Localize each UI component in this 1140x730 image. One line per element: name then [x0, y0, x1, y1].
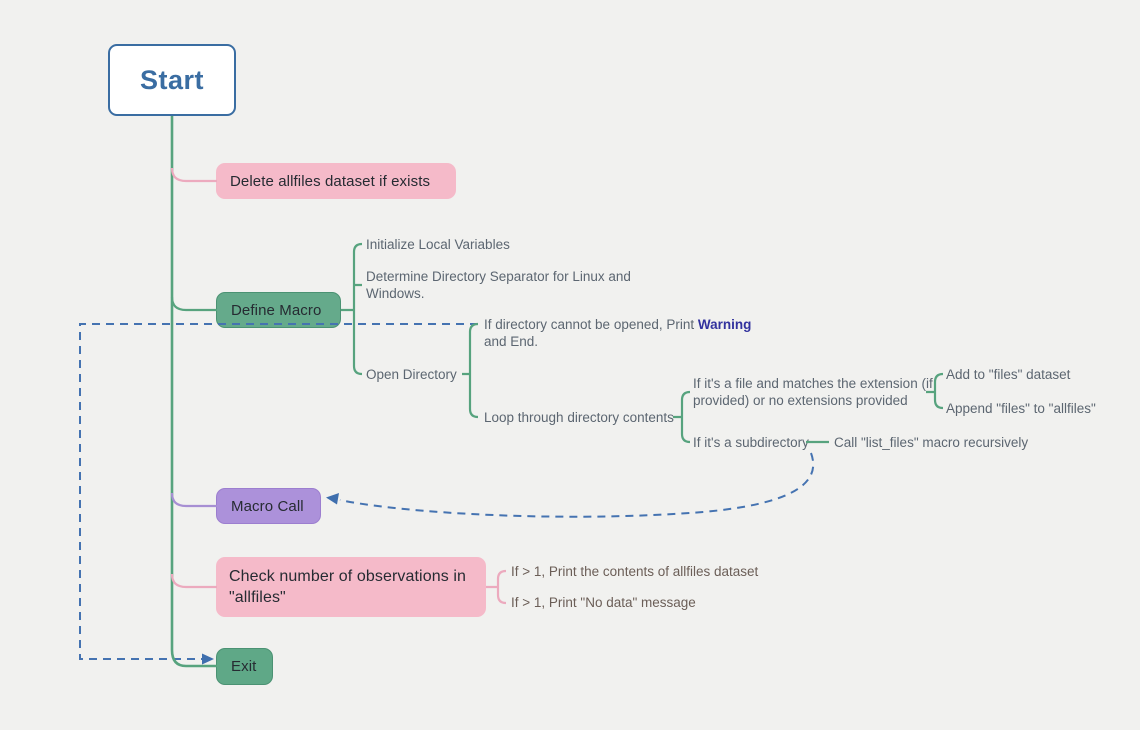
node-start[interactable]: Start [108, 44, 236, 116]
node-delete-allfiles-label: Delete allfiles dataset if exists [230, 172, 431, 190]
connector-define [170, 296, 217, 312]
branch-determine-separator[interactable]: Determine Directory Separator for Linux … [366, 269, 631, 301]
recursive-call-arrowhead [326, 493, 339, 505]
node-delete-allfiles[interactable]: Delete allfiles dataset if exists [216, 163, 456, 199]
node-macro-call-label: Macro Call [231, 497, 304, 515]
branch-initialize-variables[interactable]: Initialize Local Variables [366, 237, 510, 252]
bracket-open-directory-children [462, 322, 479, 419]
trunk-line [170, 116, 217, 668]
branch-append-files[interactable]: Append "files" to "allfiles" [946, 401, 1096, 416]
connector-macro-call [170, 492, 217, 508]
connector-check [170, 573, 217, 589]
branch-call-recursively[interactable]: Call "list_files" macro recursively [834, 435, 1029, 450]
connector-delete [170, 167, 217, 183]
branch-loop-contents[interactable]: Loop through directory contents [484, 410, 674, 425]
dashed-recursive-call-line [339, 452, 815, 518]
branch-dir-cannot-open-text: If directory cannot be opened, Print [484, 317, 698, 332]
bracket-loop-children [673, 390, 691, 444]
node-exit-label: Exit [231, 658, 257, 675]
node-check-observations-label: Check number of observations in "allfile… [229, 568, 466, 606]
bracket-define-children [341, 242, 363, 376]
warning-highlight: Warning [697, 317, 752, 332]
node-start-label: Start [139, 64, 204, 95]
node-macro-call[interactable]: Macro Call [216, 488, 321, 524]
branch-if-file-matches[interactable]: If it's a file and matches the extension… [693, 376, 933, 408]
node-check-observations[interactable]: Check number of observations in "allfile… [216, 557, 486, 617]
branch-open-directory[interactable]: Open Directory [366, 367, 457, 382]
node-define-macro[interactable]: Define Macro [216, 292, 341, 328]
branch-if-subdirectory[interactable]: If it's a subdirectory [693, 435, 809, 450]
branch-dir-cannot-open[interactable]: If directory cannot be opened, Print War… [484, 316, 766, 350]
branch-print-no-data[interactable]: If > 1, Print "No data" message [511, 595, 696, 610]
branch-print-contents[interactable]: If > 1, Print the contents of allfiles d… [511, 564, 759, 579]
end-flow-arrowhead [202, 653, 214, 665]
node-define-macro-label: Define Macro [231, 301, 322, 319]
branch-dir-cannot-open-suffix: and End. [484, 334, 539, 349]
node-exit[interactable]: Exit [216, 648, 273, 685]
bracket-check-children [486, 569, 507, 605]
branch-add-to-files[interactable]: Add to "files" dataset [946, 367, 1071, 382]
